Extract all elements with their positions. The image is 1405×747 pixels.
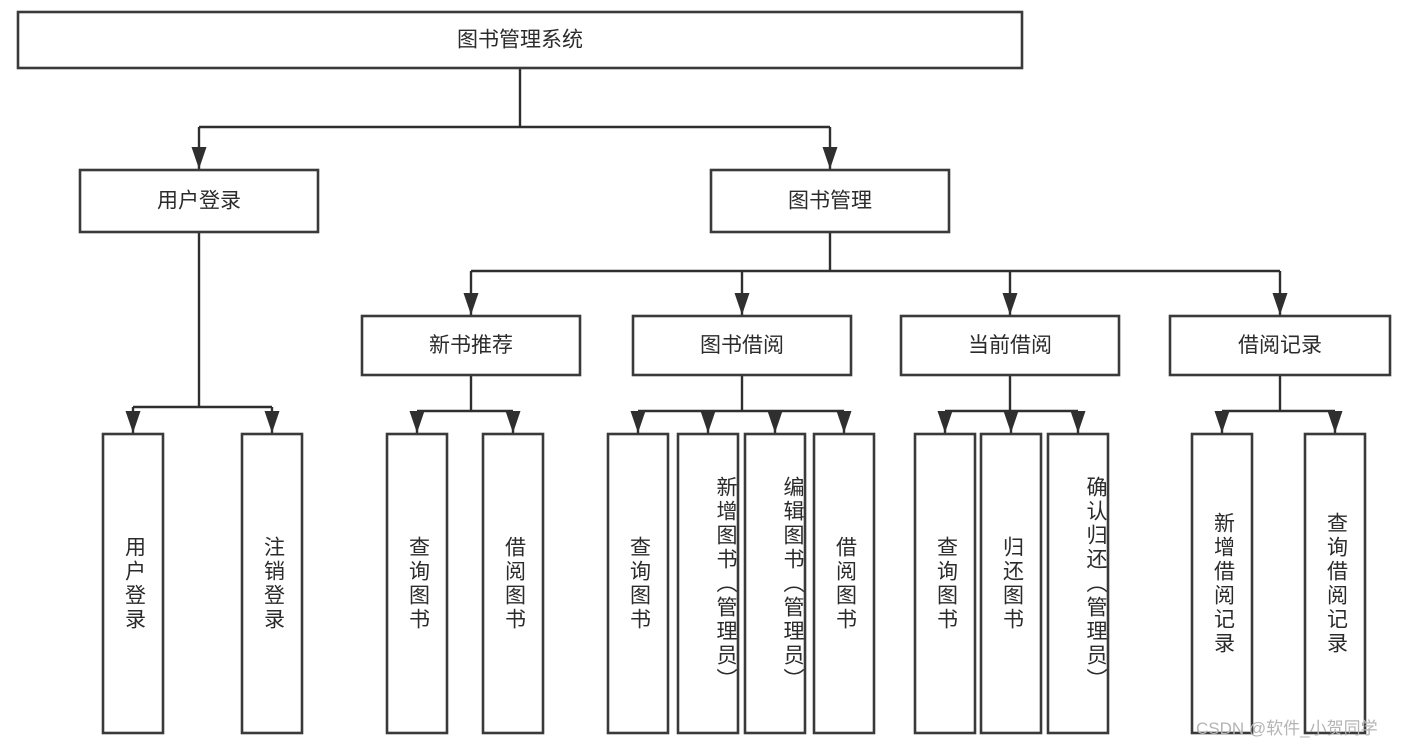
node-label-level3-3: 借阅记录 [1238, 334, 1322, 357]
node-label-level2-0: 用户登录 [157, 190, 241, 213]
leaf-box-8[interactable] [913, 432, 977, 735]
arrow-head [1327, 411, 1343, 433]
node-box-level2-1[interactable] [709, 168, 951, 234]
arrow-head [463, 293, 479, 315]
leaf-box-7[interactable] [812, 432, 876, 735]
connector-layer [125, 68, 1343, 433]
leaf-box-12[interactable] [1303, 432, 1367, 735]
arrow-head [767, 411, 783, 433]
csdn-watermark: CSDN @软件_小贺同学 [1196, 719, 1378, 738]
arrow-head [1002, 293, 1018, 315]
node-box-level3-0[interactable] [360, 314, 582, 377]
arrow-head [191, 147, 207, 169]
arrow-head [1070, 411, 1086, 433]
leaf-box-2[interactable] [385, 432, 449, 735]
node-box-root[interactable] [16, 10, 1024, 70]
arrow-head [630, 411, 646, 433]
node-box-level3-1[interactable] [631, 314, 853, 377]
leaf-box-4[interactable] [606, 432, 670, 735]
arrow-head [700, 411, 716, 433]
arrow-head [1272, 293, 1288, 315]
node-label-root: 图书管理系统 [457, 29, 583, 52]
leaf-box-9[interactable] [979, 432, 1043, 735]
arrow-head [125, 411, 141, 433]
leaf-box-6[interactable] [743, 432, 807, 735]
arrow-head [937, 411, 953, 433]
leaf-box-5[interactable] [676, 432, 740, 735]
arrow-head [1214, 411, 1230, 433]
node-label-level3-1: 图书借阅 [700, 334, 784, 357]
arrow-head [822, 147, 838, 169]
leaf-box-1[interactable] [240, 432, 304, 735]
arrow-head [734, 293, 750, 315]
arrow-head [264, 411, 280, 433]
leaf-box-0[interactable] [101, 432, 165, 735]
arrow-head [836, 411, 852, 433]
node-label-level2-1: 图书管理 [788, 190, 872, 213]
leaf-box-3[interactable] [481, 432, 545, 735]
node-label-level3-0: 新书推荐 [429, 334, 513, 357]
node-box-level3-3[interactable] [1168, 314, 1392, 377]
arrow-head [505, 411, 521, 433]
node-label-level3-2: 当前借阅 [968, 334, 1052, 357]
node-box-level3-2[interactable] [899, 314, 1121, 377]
arrow-head [409, 411, 425, 433]
node-box-level2-0[interactable] [78, 168, 320, 234]
leaf-box-10[interactable] [1046, 432, 1110, 735]
box-layer [16, 10, 1392, 735]
leaf-box-11[interactable] [1190, 432, 1254, 735]
arrow-head [1003, 411, 1019, 433]
